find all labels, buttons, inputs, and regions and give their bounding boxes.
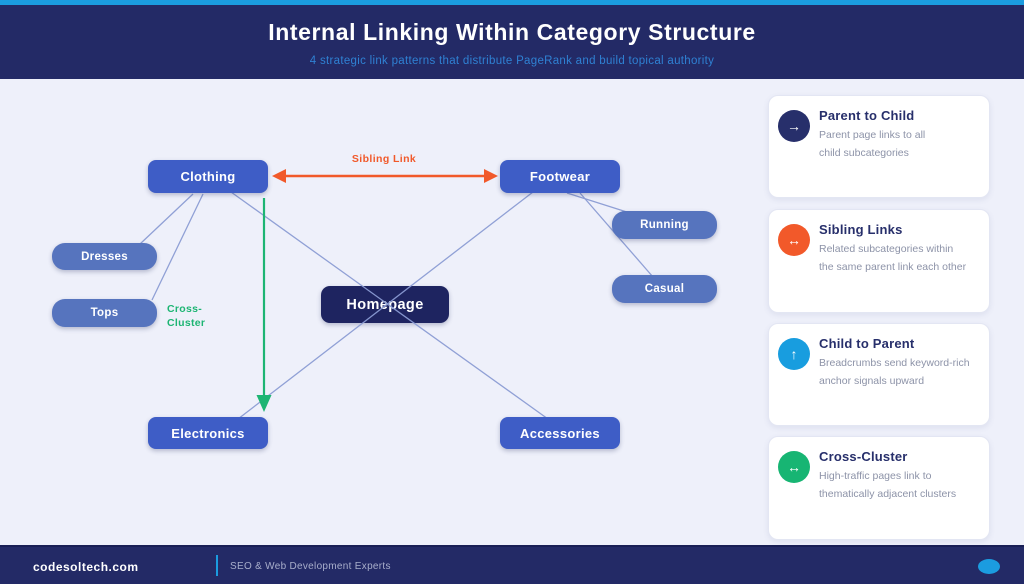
cross-cluster-arrow <box>256 198 272 412</box>
cross-cluster-label-line1: Cross- <box>167 303 203 315</box>
page-subtitle: 4 strategic link patterns that distribut… <box>309 55 715 67</box>
legend-description: Related subcategories within the same pa… <box>819 243 967 273</box>
legend-card-child-to-parent: ↑ Child to Parent Breadcrumbs send keywo… <box>768 323 990 426</box>
legend-title: Cross-Cluster <box>819 449 908 464</box>
arrows-horizontal-icon: ↔ <box>778 224 810 256</box>
node-accessories: Accessories <box>500 417 620 449</box>
legend-card-parent-to-child: → Parent to Child Parent page links to a… <box>768 95 990 198</box>
cross-cluster-label-line2: Cluster <box>167 316 206 329</box>
cross-cluster-label: Cross- Cluster <box>167 303 205 330</box>
legend-description: High-traffic pages link to thematically … <box>819 470 957 500</box>
node-tops: Tops <box>52 299 157 327</box>
connector-footwear-running <box>566 192 631 214</box>
legend-title: Sibling Links <box>819 222 903 237</box>
header: Internal Linking Within Category Structu… <box>0 5 1024 79</box>
legend-title: Child to Parent <box>819 336 915 351</box>
sibling-link-arrow <box>272 169 498 183</box>
footer-dot-icon <box>978 559 1000 574</box>
node-clothing: Clothing <box>148 160 268 193</box>
footer-brand: codesoltech.com <box>33 560 139 574</box>
legend-text: Sibling Links Related subcategories with… <box>819 222 984 276</box>
page-title: Internal Linking Within Category Structu… <box>268 19 756 45</box>
legend-card-cross-cluster: ↔ Cross-Cluster High-traffic pages link … <box>768 436 990 540</box>
footer-tagline: SEO & Web Development Experts <box>230 561 391 572</box>
legend-description: Breadcrumbs send keyword-rich anchor sig… <box>819 357 970 387</box>
legend-text: Cross-Cluster High-traffic pages link to… <box>819 449 984 503</box>
node-footwear: Footwear <box>500 160 620 193</box>
arrow-right-icon: → <box>778 110 810 142</box>
node-homepage: Homepage <box>321 286 449 323</box>
node-running: Running <box>612 211 717 239</box>
connector-clothing-tops <box>151 193 204 301</box>
connector-clothing-dresses <box>139 193 194 245</box>
footer: codesoltech.com SEO & Web Development Ex… <box>0 545 1024 584</box>
arrow-up-icon: ↑ <box>778 338 810 370</box>
legend-text: Child to Parent Breadcrumbs send keyword… <box>819 336 984 390</box>
legend-card-sibling-links: ↔ Sibling Links Related subcategories wi… <box>768 209 990 313</box>
legend-description: Parent page links to all child subcatego… <box>819 129 926 159</box>
legend-title: Parent to Child <box>819 108 915 123</box>
top-accent-strip <box>0 0 1024 5</box>
footer-divider <box>216 555 218 576</box>
node-dresses: Dresses <box>52 243 157 270</box>
node-electronics: Electronics <box>148 417 268 449</box>
arrows-horizontal-icon: ↔ <box>778 451 810 483</box>
node-casual: Casual <box>612 275 717 303</box>
sibling-link-label: Sibling Link <box>351 153 417 165</box>
legend-text: Parent to Child Parent page links to all… <box>819 108 984 162</box>
